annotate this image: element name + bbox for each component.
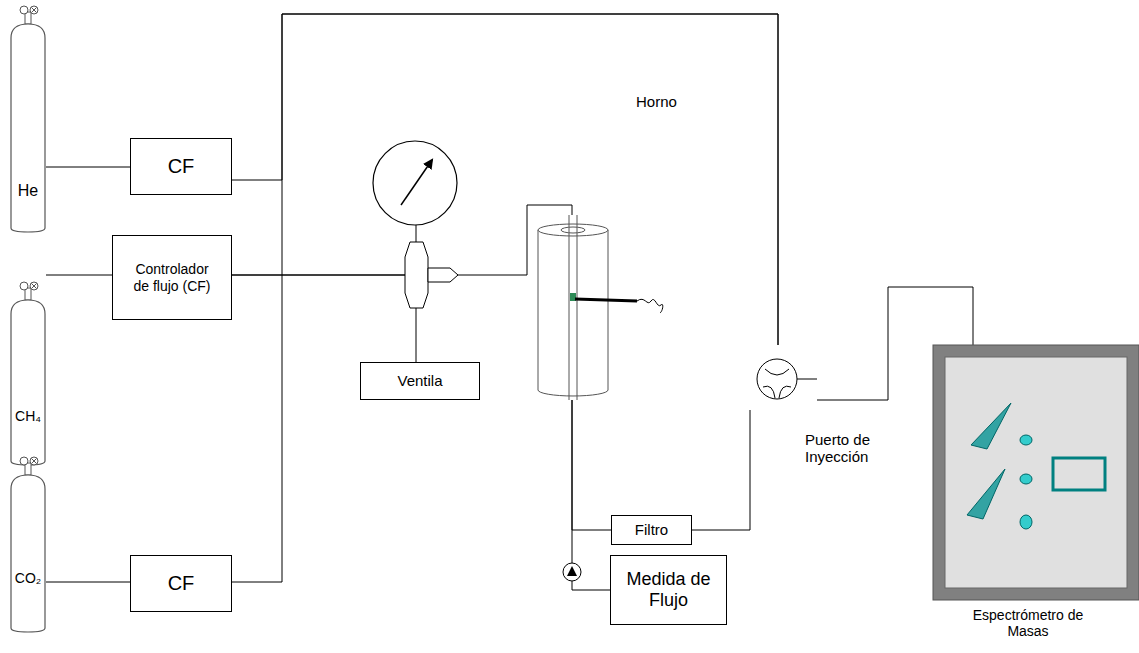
node-label: CO₂: [10, 570, 46, 586]
cylinder-valve-knob: [20, 457, 28, 465]
valve-channel: [779, 386, 791, 398]
gas-cylinder: [10, 280, 46, 466]
cylinder-valve-knob: [30, 6, 38, 14]
process-box: Ventila: [360, 362, 480, 400]
cylinder-valve-knob: [20, 282, 28, 290]
flow-meter-arrow: [567, 566, 577, 576]
cylinder-valve-mark: [32, 284, 37, 289]
process-box: Medida de Flujo: [610, 555, 727, 625]
cylinder-valve-mark: [32, 8, 37, 13]
process-box: Controlador de flujo (CF): [112, 235, 232, 320]
gas-line: [46, 275, 112, 276]
node-label: He: [10, 182, 46, 200]
cylinder-body: [11, 24, 45, 232]
gas-cylinder: [10, 455, 46, 633]
analyser-plate: [967, 469, 1005, 519]
indicator-light: [1020, 474, 1032, 484]
pressure-gauge: [373, 141, 457, 225]
node-label: CF: [168, 155, 195, 178]
valve-channel: [763, 386, 775, 398]
oven: Horno: [537, 215, 608, 400]
cylinder-valve-knob: [20, 6, 28, 14]
valve-stub: [797, 379, 817, 380]
valve-channel: [765, 369, 789, 375]
instrument-panel: [945, 357, 1127, 588]
gas-line: [232, 275, 416, 362]
three-way-valve: [405, 242, 428, 308]
process-box: CF: [130, 138, 232, 195]
gas-line: [692, 410, 750, 530]
gas-line: [46, 582, 130, 583]
cylinder-body: [11, 300, 45, 465]
process-box: Filtro: [611, 515, 692, 545]
oven-top: [538, 224, 608, 236]
node-label: CF: [168, 572, 195, 595]
node-label: CH₄: [10, 408, 46, 424]
node-label: Medida de Flujo: [619, 569, 719, 610]
oven-body: [538, 230, 608, 396]
mass-spectrometer-drawing: [933, 345, 1139, 600]
mass-spectrometer: Espectrómetro de Masas: [933, 345, 1139, 600]
node-label: Controlador de flujo (CF): [127, 261, 217, 293]
gas-line: [232, 14, 778, 345]
analyser-plate: [971, 403, 1011, 449]
gas-line: [572, 400, 610, 590]
cylinder-valve-knob: [30, 457, 38, 465]
flow-meter-symbol: [563, 563, 581, 581]
cylinder-valve-mark: [32, 459, 37, 464]
instrument-housing: [933, 345, 1139, 600]
gauge-needle: [401, 160, 432, 205]
gas-cylinder: CO₂: [10, 455, 46, 633]
node-label: Ventila: [397, 372, 442, 389]
oven-drawing: [537, 215, 608, 400]
valve-rotor: [757, 359, 797, 399]
cylinder-body: [11, 475, 45, 632]
gas-line: [572, 400, 611, 530]
gas-line: [46, 167, 130, 168]
gauge-line: [416, 225, 417, 242]
gas-cylinder: He: [10, 4, 46, 233]
thermocouple-wire: [637, 299, 663, 313]
display-screen: [1053, 458, 1105, 490]
node-heading: Horno: [636, 93, 706, 110]
injection-valve: [735, 345, 817, 410]
gas-line: [232, 14, 778, 582]
indicator-light: [1020, 435, 1032, 445]
node-heading: Espectrómetro de Masas: [958, 607, 1098, 639]
node-heading: Puerto de Inyección: [805, 431, 905, 466]
oven-opening: [561, 227, 585, 233]
reactor-tube: [577, 215, 578, 400]
reactor-tube: [569, 215, 570, 400]
cylinder-valve-knob: [30, 282, 38, 290]
indicator-light: [1020, 515, 1032, 529]
node-label: Filtro: [635, 521, 668, 538]
gas-cylinder: CH₄: [10, 280, 46, 466]
valve-outlet: [428, 268, 458, 282]
process-box: CF: [130, 555, 232, 612]
thermocouple: [575, 299, 637, 301]
injection-port: Puerto de Inyección: [735, 345, 817, 410]
